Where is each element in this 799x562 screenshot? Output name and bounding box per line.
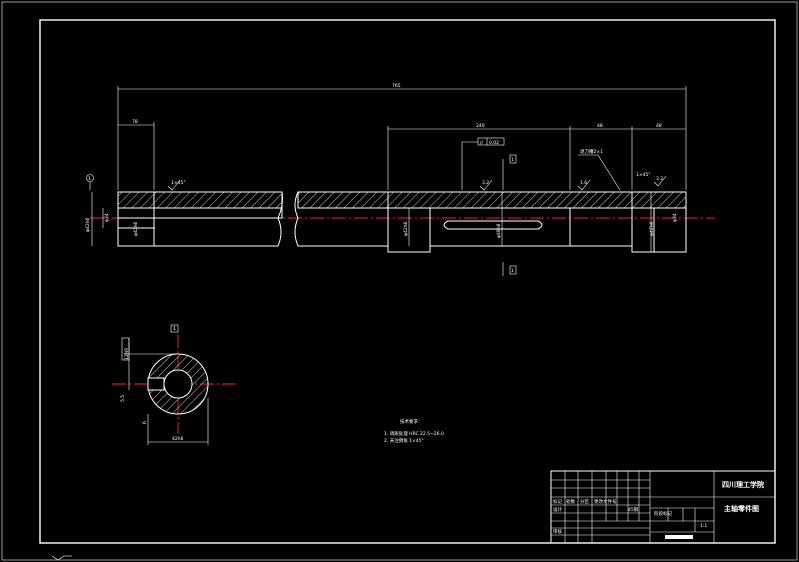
section-inner <box>163 369 193 399</box>
roughness-mid: 1.6 <box>577 179 591 191</box>
roughness-left: 1×45° <box>167 179 186 191</box>
section-view: 1 12N9 5.5 6 42h6 <box>112 324 238 445</box>
section-view-label: 1 <box>173 326 176 332</box>
section-label-box <box>170 324 179 333</box>
dim-mid-dia-text: φ48h8 <box>496 223 502 238</box>
shaft-right-top-hatch <box>297 191 687 209</box>
tb-row-mark: 标记 <box>553 498 562 505</box>
dim-key-dia-text: φ42h6 <box>403 221 409 236</box>
shaft-left-top-hatch <box>117 191 283 209</box>
tb-material: 45钢 <box>628 506 639 513</box>
tb-stage: 阶段标记 <box>654 510 672 517</box>
datum-box-top <box>509 154 517 164</box>
tb-col-doc: 更改文件号 <box>594 498 617 505</box>
datum-label-top: 1 <box>511 157 514 163</box>
groove-note: 退刀槽2×1 <box>580 148 603 155</box>
section-width-dim: 12N9 <box>124 348 130 360</box>
technical-notes: 技术要求 1. 调质处理 HRC 22.5~26.0 2. 未注倒角 1×45° <box>384 418 444 444</box>
svg-text:1×45°: 1×45° <box>171 180 186 186</box>
keyway-slot <box>443 220 543 230</box>
tb-col-zone: 分区 <box>580 498 589 505</box>
section-dia-text: 42h6 <box>172 436 184 442</box>
title-block: 标记 设计 审核 处数 分区 更改文件号 45钢 阶段标记 1:1 四川理工学院… <box>550 470 776 544</box>
tb-row-review: 审核 <box>553 528 562 535</box>
tb-scale: 1:1 <box>700 523 707 529</box>
drawing-frame <box>39 19 776 544</box>
roughness-key: 3.2 <box>479 179 493 191</box>
tb-row-design: 设计 <box>553 506 562 513</box>
section-key-depth: 5.5 <box>120 395 126 402</box>
shaft-left-outline <box>117 191 283 247</box>
gtol-leader <box>461 141 478 190</box>
dim-left-text: 78 <box>132 119 138 125</box>
dim-left-inner-text: φ42h6 <box>133 221 139 236</box>
svg-text:3.2: 3.2 <box>656 176 663 182</box>
notes-line-2: 2. 未注倒角 1×45° <box>384 437 424 444</box>
notes-line-1: 1. 调质处理 HRC 22.5~26.0 <box>384 430 444 437</box>
corner-marker <box>51 555 65 561</box>
roughness-right: 3.2 <box>653 175 667 187</box>
dim-mid-text: 48 <box>597 123 603 129</box>
section-cut-label: 1 <box>511 268 514 274</box>
section-cut-box <box>509 265 517 275</box>
dim-right-text: 48 <box>656 123 662 129</box>
tb-school: 四川理工学院 <box>722 480 764 489</box>
section-indicator-label: 1 <box>88 176 91 182</box>
dim-left-dia-text: φ42h6 <box>85 217 91 232</box>
svg-text:3.2: 3.2 <box>482 180 489 186</box>
groove-leader <box>578 154 621 191</box>
tb-col-count: 处数 <box>566 498 575 505</box>
section-keyway <box>147 377 165 391</box>
tb-part-name: 主轴零件图 <box>724 504 759 513</box>
svg-text:1.6: 1.6 <box>580 180 587 186</box>
section-width-frame <box>121 337 130 361</box>
dim-right-bore-text: φ34 <box>672 213 678 222</box>
gtol-symbol: // <box>480 140 484 146</box>
section-indicator-circle <box>86 174 94 182</box>
chamfer-right: 1×45° <box>636 172 651 178</box>
section-small-dim: 6 <box>142 421 148 424</box>
dim-overall-text: 765 <box>392 83 401 89</box>
shaft-left-bottom-hatch <box>117 207 283 219</box>
gtol-frame <box>477 137 505 146</box>
left-end-bearing <box>117 191 155 247</box>
dim-left-bore-text: φ34 <box>104 213 110 222</box>
title-block-frame <box>550 470 776 544</box>
dim-key-text: 240 <box>476 123 485 129</box>
gtol-value: 0.02 <box>489 140 499 146</box>
tb-filled-bar <box>665 535 693 539</box>
notes-title: 技术要求 <box>400 418 418 425</box>
dim-right-dia-text: φ42h6 <box>649 221 655 236</box>
shaft-main-view: 765 78 240 48 48 // 0.02 1 退刀槽2×1 1×45° <box>85 83 715 276</box>
